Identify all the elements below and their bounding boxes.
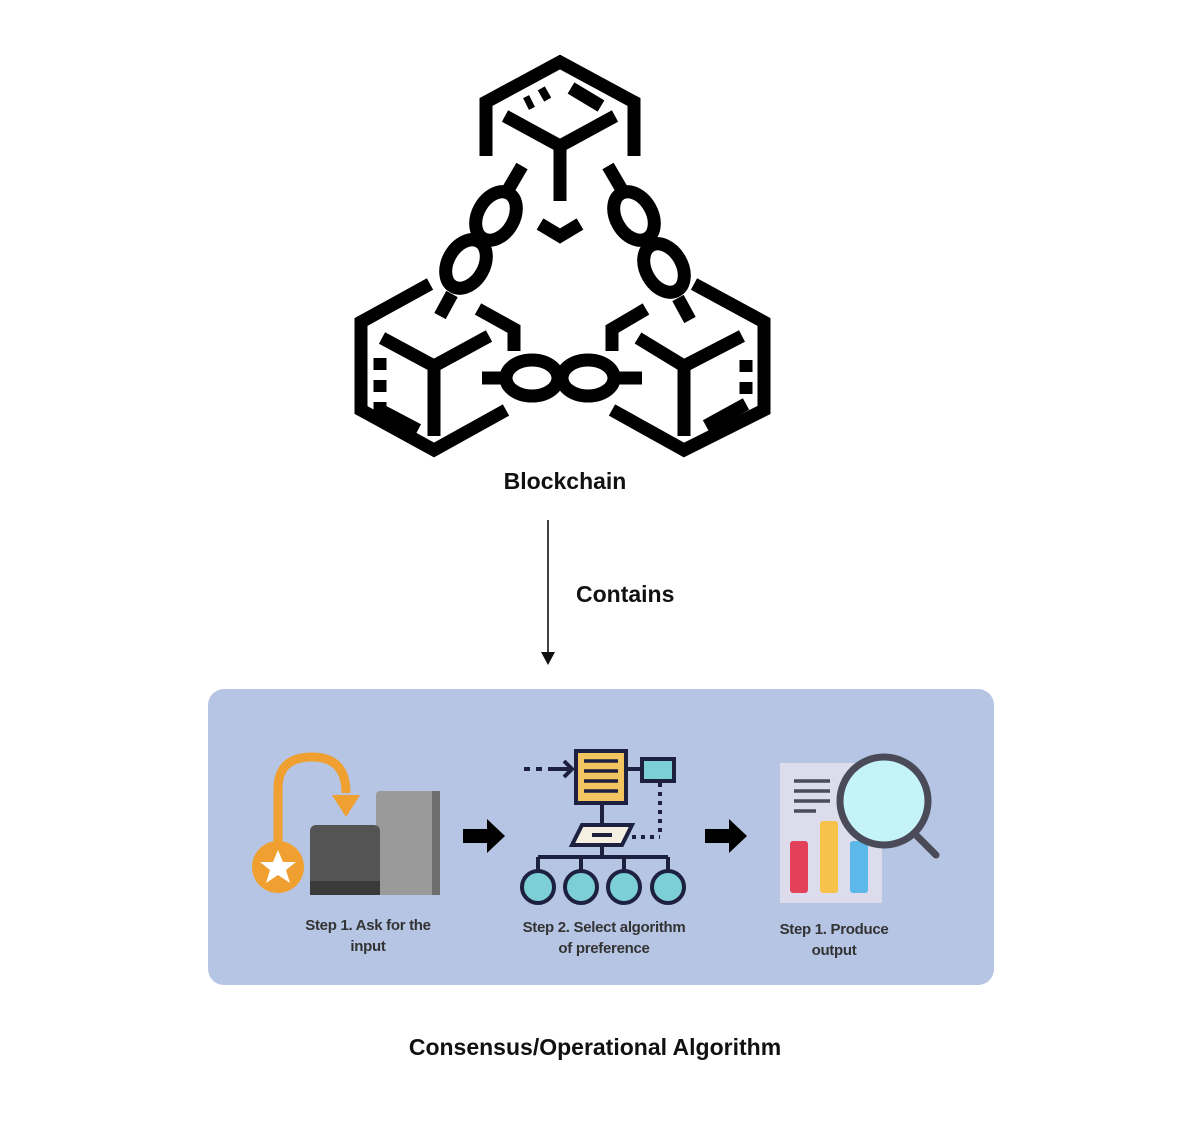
step-3-caption-line-1: Step 1. Produce (779, 921, 889, 938)
chain-right-icon (602, 162, 696, 324)
cube-left-icon (354, 278, 521, 458)
step-3-caption-line-2: output (811, 942, 857, 959)
step-2-caption-line-1: Step 2. Select algorithm (522, 919, 686, 936)
cube-right-icon (605, 278, 771, 458)
consensus-algorithm-panel: Step 1. Ask for the input (208, 689, 994, 985)
chain-left-icon (434, 162, 528, 320)
step-3-caption: Step 1. Produce output (744, 919, 924, 961)
contains-edge-label: Contains (576, 581, 675, 607)
chain-bottom-icon (482, 353, 642, 403)
cube-top-icon (479, 54, 641, 244)
arrow-right-icon (705, 819, 747, 853)
output-report-magnifier-icon (780, 753, 940, 903)
contains-arrow (541, 520, 555, 665)
step-2-caption-line-2: of preference (558, 940, 650, 957)
arrow-right-icon (463, 819, 505, 853)
step-2-caption: Step 2. Select algorithm of preference (504, 917, 704, 959)
consensus-algorithm-title: Consensus/Operational Algorithm (408, 1034, 782, 1060)
step-1-caption: Step 1. Ask for the input (278, 915, 458, 957)
algorithm-flowchart-icon (520, 749, 686, 905)
blockchain-icon (354, 54, 771, 458)
step-1-caption-line-1: Step 1. Ask for the (305, 917, 431, 934)
input-request-icon (252, 752, 440, 895)
step-1-caption-line-2: input (350, 938, 386, 955)
blockchain-label: Blockchain (503, 468, 627, 494)
